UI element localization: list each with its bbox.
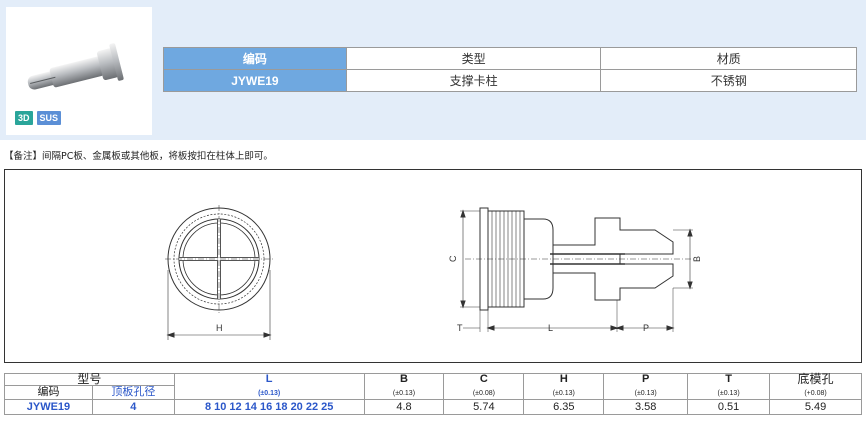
cell-t: 0.51 — [687, 399, 771, 415]
dim-p-label: P — [643, 323, 649, 333]
value-material: 不锈钢 — [600, 69, 857, 92]
header-p: P(±0.13) — [603, 373, 689, 400]
cell-h: 6.35 — [523, 399, 605, 415]
header-l: L(±0.13) — [173, 373, 365, 400]
header-code: 编码 — [163, 47, 347, 70]
dim-c-label: C — [448, 255, 458, 262]
dim-l-label: L — [548, 323, 553, 333]
cell-bottom-hole: 5.49 — [769, 399, 862, 415]
dim-h-label: H — [216, 323, 223, 333]
header-model: 型号 — [4, 373, 175, 386]
header-t: T(±0.13) — [687, 373, 771, 400]
header-h: H(±0.13) — [523, 373, 605, 400]
spec-summary-table: 编码 类型 材质 JYWE19 支撑卡柱 不锈钢 — [163, 47, 857, 92]
table-row[interactable]: JYWE19 4 8 10 12 14 16 18 20 22 25 4.8 5… — [4, 399, 862, 415]
dimension-header-row: 型号 L(±0.13) B(±0.13) C(±0.08) H(±0.13) P… — [4, 373, 862, 400]
spec-header-row: 编码 类型 材质 — [163, 47, 857, 70]
header-bottom-hole: 底模孔(+0.08) — [769, 373, 862, 400]
cell-b: 4.8 — [363, 399, 445, 415]
cell-p: 3.58 — [603, 399, 689, 415]
dim-b-label: B — [692, 256, 702, 262]
cell-plate-hole: 4 — [91, 399, 175, 415]
header-plate-hole: 顶板孔径 — [91, 385, 175, 400]
front-view — [165, 205, 273, 340]
cell-l-options[interactable]: 8 10 12 14 16 18 20 22 25 — [173, 399, 365, 415]
spec-value-row: JYWE19 支撑卡柱 不锈钢 — [163, 69, 857, 92]
header-c: C(±0.08) — [443, 373, 525, 400]
value-type: 支撑卡柱 — [345, 69, 602, 92]
material-badge: SUS — [36, 111, 62, 125]
header-code: 编码 — [4, 385, 93, 400]
remark-note: 【备注】间隔PC板、金属板或其他板，将板按扣在柱体上即可。 — [4, 151, 273, 162]
header-b: B(±0.13) — [363, 373, 445, 400]
product-image-card: 3D SUS — [6, 7, 152, 135]
header-type: 类型 — [345, 47, 602, 70]
value-code: JYWE19 — [163, 69, 347, 92]
3d-badge[interactable]: 3D — [15, 111, 33, 125]
header-material: 材质 — [600, 47, 857, 70]
cell-c: 5.74 — [443, 399, 525, 415]
dimension-table: 型号 L(±0.13) B(±0.13) C(±0.08) H(±0.13) P… — [4, 373, 862, 415]
side-view — [460, 207, 695, 332]
dim-t-label: T — [457, 323, 463, 333]
standoff-product-image — [27, 43, 124, 90]
cell-code: JYWE19 — [4, 399, 93, 415]
technical-drawing: H — [4, 169, 862, 363]
